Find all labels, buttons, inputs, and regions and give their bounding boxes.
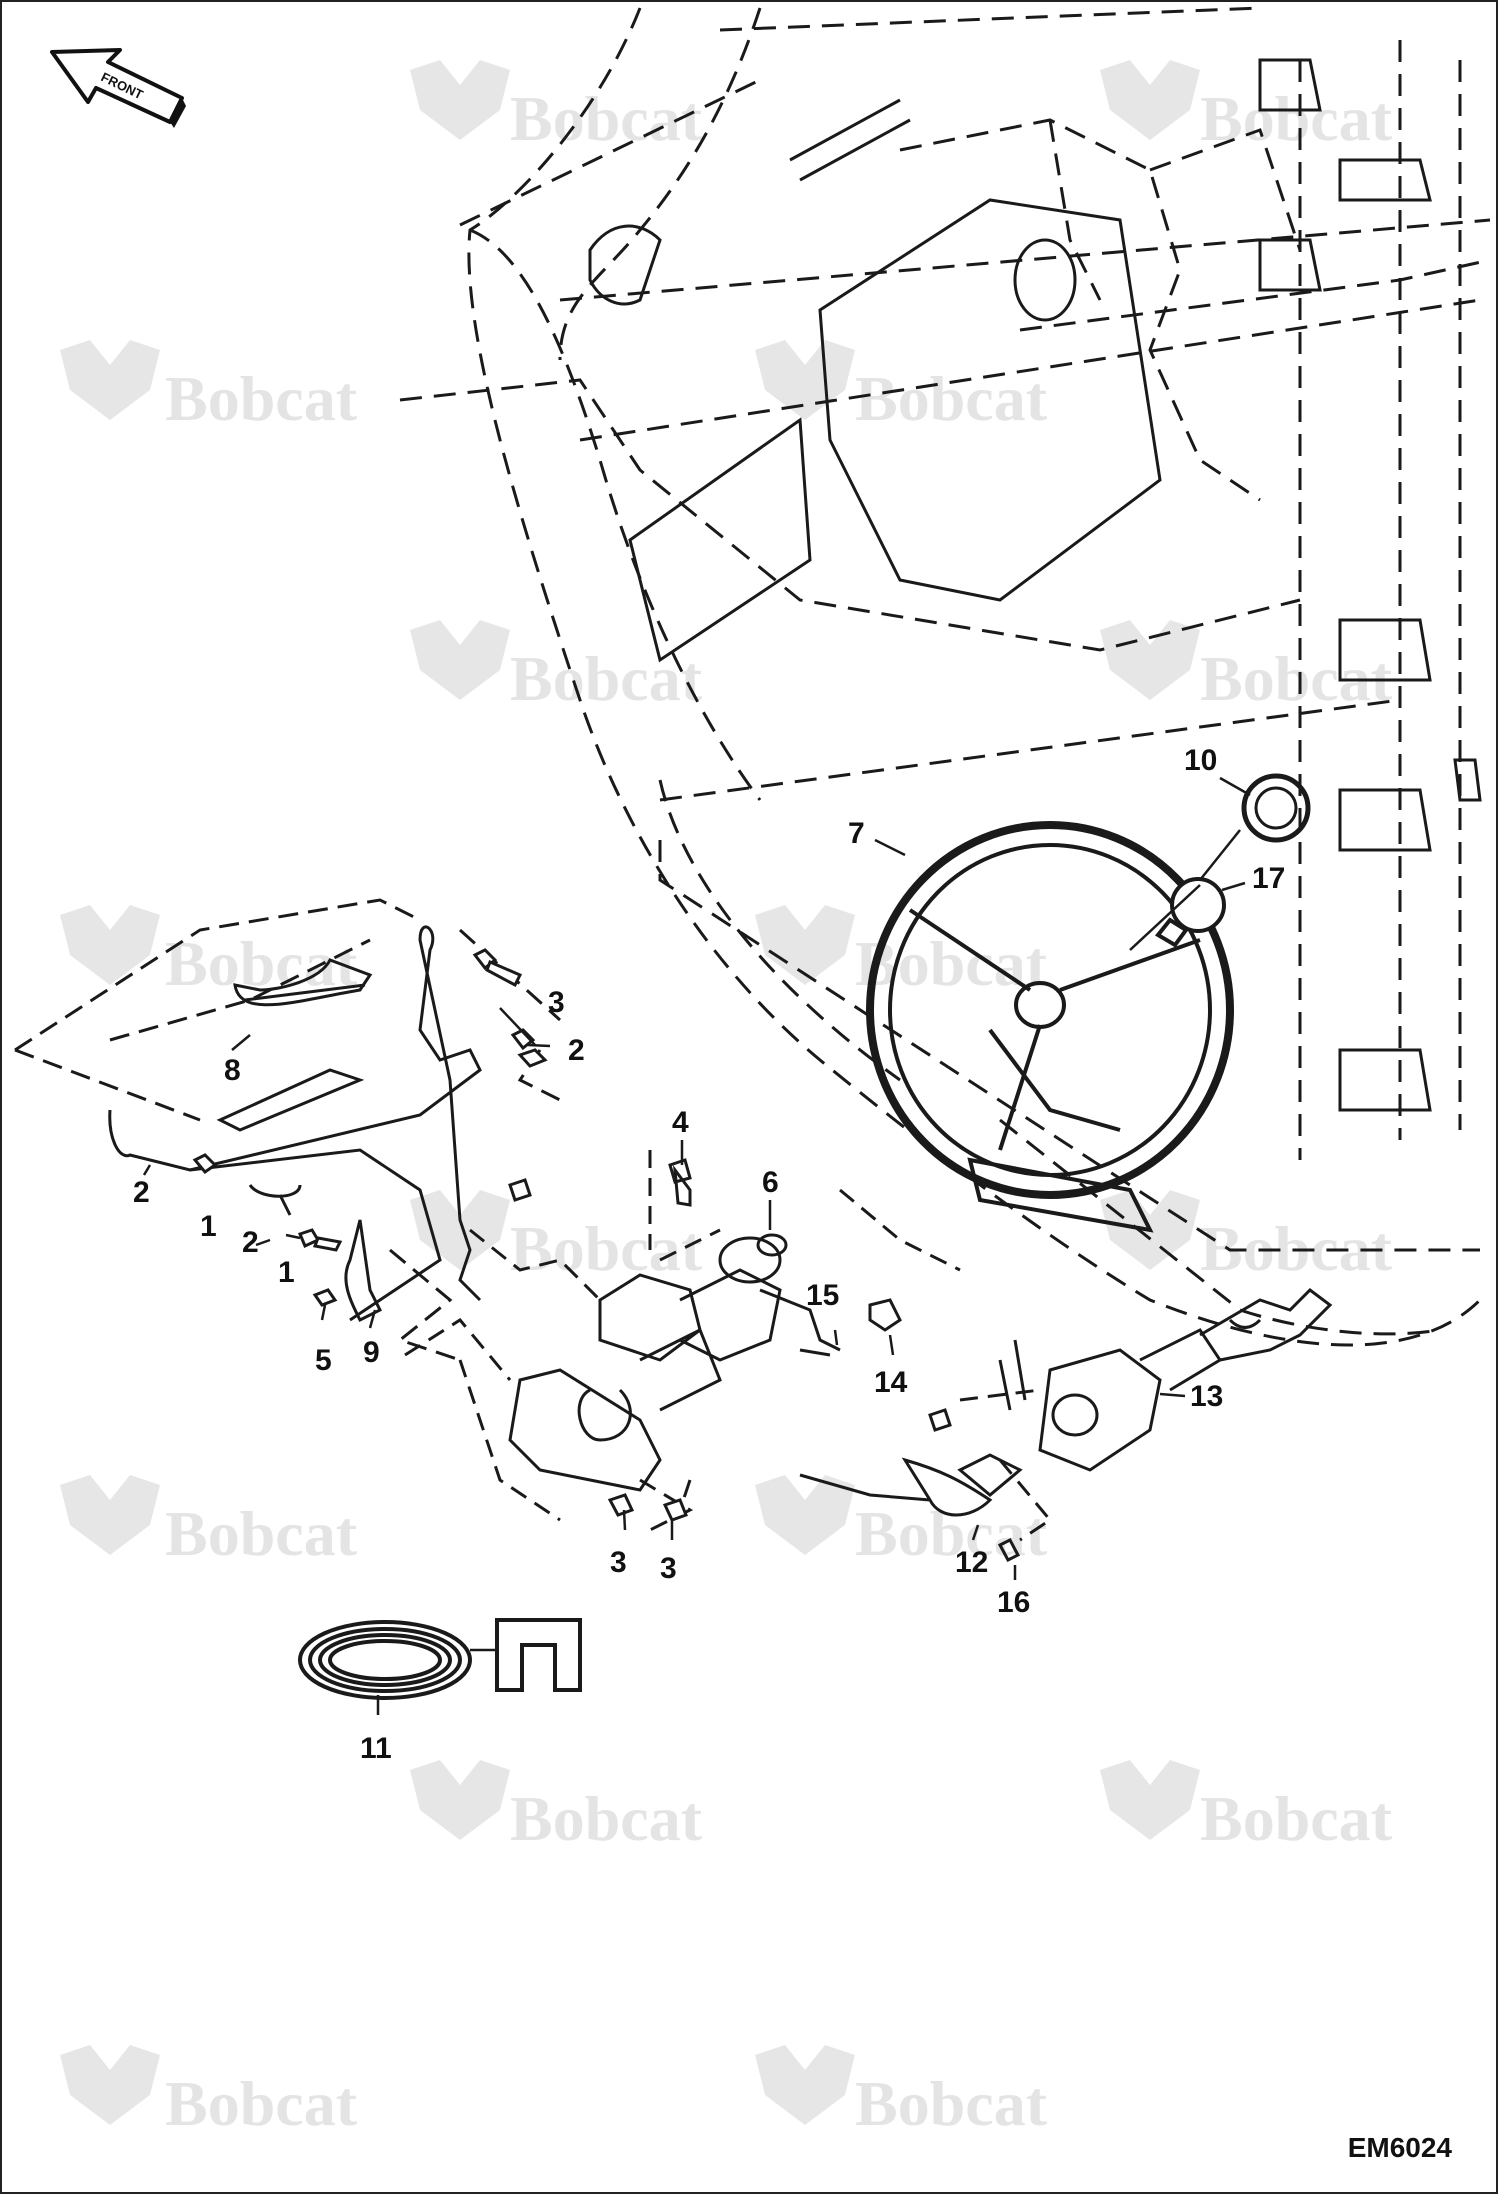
callouts: 1 1 2 2 2 3 3 3 4 5 6 7 8 9 10 11 12 13 … [133, 744, 1285, 1765]
watermark-logo: Bobcat [755, 340, 1048, 434]
callout-12: 12 [955, 1546, 988, 1579]
harness-clip [495, 1618, 582, 1692]
watermark-logo: Bobcat [1100, 60, 1393, 154]
valve-dashes [959, 1388, 1053, 1542]
spinner-knob [1154, 877, 1226, 948]
callout-14: 14 [874, 1366, 908, 1399]
watermark-text: Bobcat [165, 1498, 358, 1569]
cab-details [588, 58, 1482, 1112]
watermark-logo: Bobcat [60, 905, 358, 999]
leader-lines [142, 776, 1251, 1715]
callout-6: 6 [762, 1166, 779, 1199]
callout-2-middle: 2 [242, 1226, 259, 1259]
callout-3-bottom-right: 3 [660, 1552, 677, 1585]
callout-3-bottom-left: 3 [610, 1546, 627, 1579]
watermark-logo: Bobcat [410, 1190, 703, 1284]
watermark-text: Bobcat [510, 83, 703, 154]
callout-2-left: 2 [133, 1176, 150, 1209]
drawing-code: EM6024 [1347, 2132, 1452, 2163]
watermark-logo: Bobcat [60, 2045, 358, 2139]
callout-5: 5 [315, 1344, 332, 1377]
watermark-logo: Bobcat [755, 2045, 1048, 2139]
watermark-logo: Bobcat [410, 620, 703, 714]
control-valve [799, 1288, 1333, 1562]
steering-wheel [866, 821, 1234, 1233]
watermark-text: Bobcat [1200, 83, 1393, 154]
callout-4: 4 [672, 1106, 689, 1139]
watermark-text: Bobcat [1200, 1783, 1393, 1854]
watermark-text: Bobcat [165, 363, 358, 434]
callout-13: 13 [1190, 1380, 1223, 1413]
callout-1-lower: 1 [278, 1256, 295, 1289]
watermark-text: Bobcat [165, 2068, 358, 2139]
retaining-ring [1241, 773, 1311, 843]
watermark-text: Bobcat [855, 1498, 1048, 1569]
callout-2-right: 2 [568, 1034, 585, 1067]
cab-frame [399, 6, 1491, 1347]
watermark-layer: Bobcat Bobcat Bobcat Bobcat Bobcat Bobca… [60, 60, 1393, 2139]
watermark-text: Bobcat [855, 2068, 1048, 2139]
pedal-bracket [108, 925, 482, 1323]
watermark-text: Bobcat [510, 1213, 703, 1284]
callout-10: 10 [1184, 744, 1217, 777]
callout-9: 9 [363, 1336, 380, 1369]
watermark-text: Bobcat [510, 1783, 703, 1854]
watermark-logo: Bobcat [1100, 1190, 1393, 1284]
control-column [508, 1164, 902, 1492]
harness-coil [298, 1620, 472, 1700]
callout-7: 7 [848, 817, 865, 850]
front-arrow-icon: FRONT [50, 48, 186, 128]
watermark-logo: Bobcat [410, 1760, 703, 1854]
watermark-logo: Bobcat [1100, 620, 1393, 714]
column-nuts [607, 1493, 688, 1522]
callout-8: 8 [224, 1054, 241, 1087]
watermark-text: Bobcat [855, 363, 1048, 434]
watermark-logo: Bobcat [755, 1475, 1048, 1569]
column-dashes [404, 1150, 961, 1532]
watermark-text: Bobcat [510, 643, 703, 714]
callout-15: 15 [806, 1279, 839, 1312]
callout-16: 16 [997, 1586, 1030, 1619]
bracket-fasteners [192, 948, 692, 1307]
callout-17: 17 [1252, 862, 1285, 895]
watermark-logo: Bobcat [60, 1475, 358, 1569]
watermark-logo: Bobcat [410, 60, 703, 154]
callout-11: 11 [360, 1732, 392, 1765]
callout-1-upper: 1 [200, 1210, 217, 1243]
watermark-logo: Bobcat [60, 340, 358, 434]
watermark-logo: Bobcat [1100, 1760, 1393, 1854]
callout-3-upper: 3 [548, 986, 565, 1019]
